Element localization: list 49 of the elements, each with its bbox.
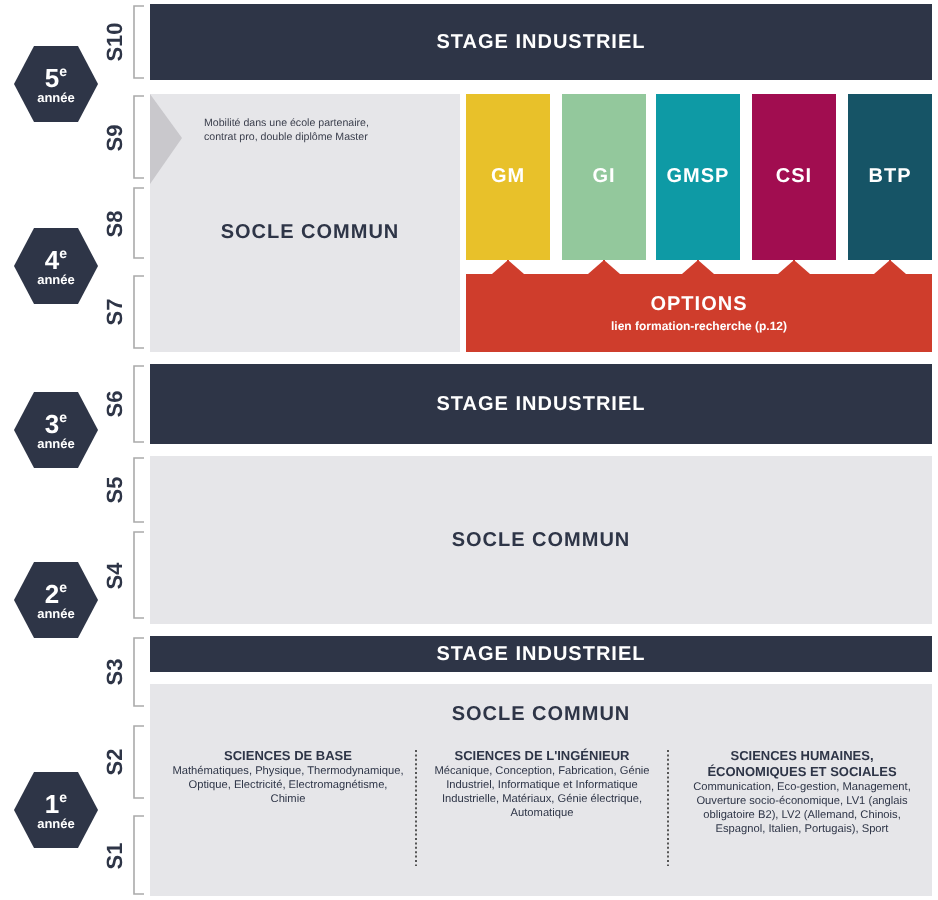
option-label: GM — [490, 166, 526, 188]
year-number: 5$^{e}$ — [44, 61, 68, 92]
arrow — [874, 259, 906, 275]
semester-label: S5 — [104, 474, 128, 508]
bar-title: STAGE INDUSTRIEL — [436, 643, 646, 665]
semester-label: S10 — [104, 20, 128, 66]
year-hexagon — [14, 392, 98, 468]
common-core-panel — [150, 684, 932, 896]
semester-label: S4 — [104, 559, 128, 593]
semester-label: S8 — [104, 207, 128, 241]
semester-label: S3 — [104, 656, 128, 690]
semester-label: S7 — [104, 296, 128, 330]
bar-title: STAGE INDUSTRIEL — [436, 31, 646, 53]
year-number: 2$^{e}$ — [44, 577, 68, 608]
year-hexagon — [14, 228, 98, 304]
panel-title: SOCLE COMMUN — [449, 704, 633, 726]
bar-title: STAGE INDUSTRIEL — [436, 393, 646, 415]
option-label: GMSP — [666, 166, 730, 188]
option-box — [848, 94, 932, 260]
year-number: 1$^{e}$ — [44, 787, 68, 818]
option-label: GI — [592, 166, 616, 188]
internship-bar — [150, 636, 932, 672]
arrow — [682, 259, 714, 275]
options-banner — [466, 274, 932, 352]
year-hexagon — [14, 562, 98, 638]
arrow — [778, 259, 810, 275]
option-label: CSI — [775, 166, 813, 188]
year-number: 4$^{e}$ — [44, 243, 68, 274]
year-number: 3$^{e}$ — [44, 407, 68, 438]
option-box — [466, 94, 550, 260]
panel-title: SOCLE COMMUN — [451, 529, 631, 551]
option-box — [562, 94, 646, 260]
option-box — [656, 94, 740, 260]
internship-bar — [150, 364, 932, 444]
option-box — [752, 94, 836, 260]
arrow — [588, 259, 620, 275]
panel-title: SOCLE COMMUN — [218, 222, 402, 244]
semester-label: S1 — [104, 839, 128, 873]
option-label: BTP — [868, 166, 912, 188]
year-hexagon — [14, 772, 98, 848]
semester-label: S2 — [104, 746, 128, 780]
arrow — [492, 259, 524, 275]
semester-label: S6 — [104, 388, 128, 422]
common-core-panel — [150, 456, 932, 624]
common-core-panel — [150, 94, 460, 352]
options-title: OPTIONS — [650, 293, 748, 315]
internship-bar — [150, 4, 932, 80]
semester-label: S9 — [104, 121, 128, 155]
year-hexagon — [14, 46, 98, 122]
